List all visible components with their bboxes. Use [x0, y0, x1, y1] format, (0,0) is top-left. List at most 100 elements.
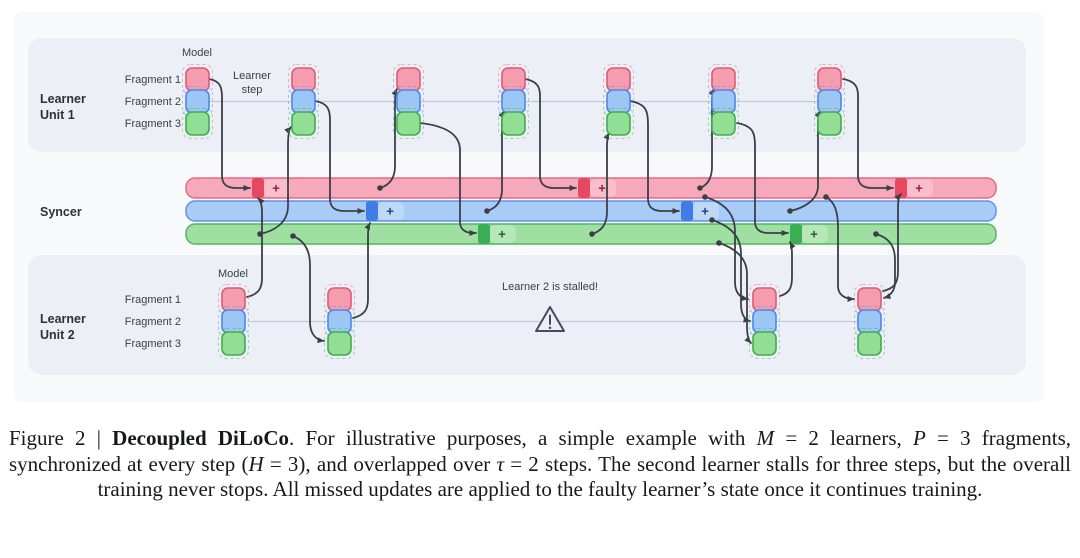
arrow — [718, 242, 752, 344]
learner2-stack4-fragment-1-square — [857, 287, 882, 312]
learner2-stack1-fragment-2-square — [221, 309, 246, 334]
sync-chip-fragment-1 — [264, 179, 290, 197]
fragment-outline-fragment-2 — [218, 306, 249, 337]
sync-strip-fragment-2 — [366, 201, 378, 221]
arrow — [704, 196, 749, 302]
sync-strip-fragment-1 — [895, 178, 907, 198]
fragment-outline-fragment-3 — [814, 108, 845, 139]
fragment-outline-fragment-1 — [324, 284, 355, 315]
sync-plus-fragment-3: + — [810, 227, 818, 242]
arrow — [736, 122, 789, 236]
sync-chip-fragment-3 — [802, 225, 828, 243]
arrow — [591, 132, 610, 235]
fragment-outline-fragment-1 — [218, 284, 249, 315]
learner1-stack6-fragment-1-square — [711, 67, 736, 92]
arrow — [379, 88, 398, 189]
learner1-stack7-fragment-1-square — [817, 67, 842, 92]
arrow-origin-dot — [589, 231, 595, 237]
arrow-origin-dot — [290, 233, 296, 239]
arrow — [882, 193, 902, 292]
arrow — [524, 78, 577, 191]
fragment-outline-fragment-3 — [498, 108, 529, 139]
arrow — [352, 222, 371, 319]
fragment-outline-fragment-2 — [288, 86, 319, 117]
sync-chip-fragment-1 — [907, 179, 933, 197]
learner2-stack4-fragment-3-square — [857, 331, 882, 356]
fragment-outline-fragment-2 — [393, 86, 424, 117]
learner2-stack2-fragment-1-square — [327, 287, 352, 312]
warning-icon-dot — [548, 326, 552, 330]
learner2-stack2-fragment-2-square — [327, 309, 352, 334]
caption-text: . For illustrative purposes, a simple ex… — [289, 426, 757, 450]
learner-step-label-2: step — [242, 84, 263, 96]
learner1-stack7-fragment-3-square — [817, 111, 842, 136]
arrow — [259, 126, 292, 235]
arrow — [842, 78, 894, 191]
fragment-outline-fragment-2 — [854, 306, 885, 337]
stalled-label: Learner 2 is stalled! — [502, 281, 598, 293]
learner2-stack4-fragment-2-square — [857, 309, 882, 334]
fragment-outline-fragment-1 — [288, 64, 319, 95]
sync-strip-fragment-3 — [478, 224, 490, 244]
fragment-outline-fragment-2 — [324, 306, 355, 337]
learner1-stack5-fragment-1-square — [606, 67, 631, 92]
caption-math-var: M — [756, 426, 775, 450]
fragment-outline-fragment-1 — [749, 284, 780, 315]
learner1-stack1-fragment-1-square — [185, 67, 210, 92]
caption-math-var: τ — [496, 451, 505, 476]
arrow — [629, 100, 680, 214]
fragment-1-label-top: Fragment 1 — [125, 74, 181, 86]
fragment-outline-fragment-2 — [603, 86, 634, 117]
caption-text: = 2 steps. The second learner stalls for… — [97, 451, 1072, 502]
learner1-stack4-fragment-2-square — [501, 89, 526, 114]
caption-text: Figure 2 | — [9, 426, 113, 450]
fragment-outline-fragment-3 — [218, 328, 249, 359]
fragment-outline-fragment-3 — [324, 328, 355, 359]
learner1-stack5-fragment-3-square — [606, 111, 631, 136]
fragment-outline-fragment-1 — [393, 64, 424, 95]
sync-chip-fragment-2 — [693, 202, 719, 220]
fragment-outline-fragment-3 — [708, 108, 739, 139]
arrow — [711, 219, 751, 323]
learner1-stack2-fragment-3-square — [291, 111, 316, 136]
fragment-outline-fragment-3 — [749, 328, 780, 359]
learner1-stack3-fragment-3-square — [396, 111, 421, 136]
fragment-outline-fragment-1 — [603, 64, 634, 95]
arrow — [208, 78, 251, 191]
fragment-outline-fragment-2 — [498, 86, 529, 117]
learner-unit-2-label-2: Unit 2 — [40, 328, 75, 342]
fragment-outline-fragment-3 — [288, 108, 319, 139]
fragment-outline-fragment-3 — [182, 108, 213, 139]
fragment-3-label-top: Fragment 3 — [125, 118, 181, 130]
learner-unit-2-label-1: Learner — [40, 312, 86, 326]
arrow-origin-dot — [697, 185, 703, 191]
arrow — [875, 233, 896, 299]
arrow — [292, 235, 325, 344]
sync-strip-fragment-1 — [252, 178, 264, 198]
fragment-outline-fragment-2 — [182, 86, 213, 117]
sync-chip-fragment-1 — [590, 179, 616, 197]
sync-strip-fragment-2 — [681, 201, 693, 221]
learner1-stack3-fragment-1-square — [396, 67, 421, 92]
caption-text: = 2 learners, — [774, 426, 913, 450]
sync-strip-fragment-3 — [790, 224, 802, 244]
fragment-outline-fragment-3 — [603, 108, 634, 139]
learner1-stack6-fragment-3-square — [711, 111, 736, 136]
arrow — [314, 100, 365, 214]
learner1-stack6-fragment-2-square — [711, 89, 736, 114]
learner-step-label-1: Learner — [233, 70, 271, 82]
arrow — [825, 196, 855, 302]
arrow-origin-dot — [873, 231, 879, 237]
sync-plus-fragment-1: + — [598, 181, 606, 196]
learner1-stack3-fragment-2-square — [396, 89, 421, 114]
model-label-top: Model — [182, 47, 212, 59]
arrow-origin-dot — [702, 194, 708, 200]
arrow-origin-dot — [787, 208, 793, 214]
arrow-origin-dot — [716, 240, 722, 246]
learner1-stack2-fragment-2-square — [291, 89, 316, 114]
learner2-stack1-fragment-1-square — [221, 287, 246, 312]
learner2-stack3-fragment-1-square — [752, 287, 777, 312]
fragment-outline-fragment-1 — [814, 64, 845, 95]
